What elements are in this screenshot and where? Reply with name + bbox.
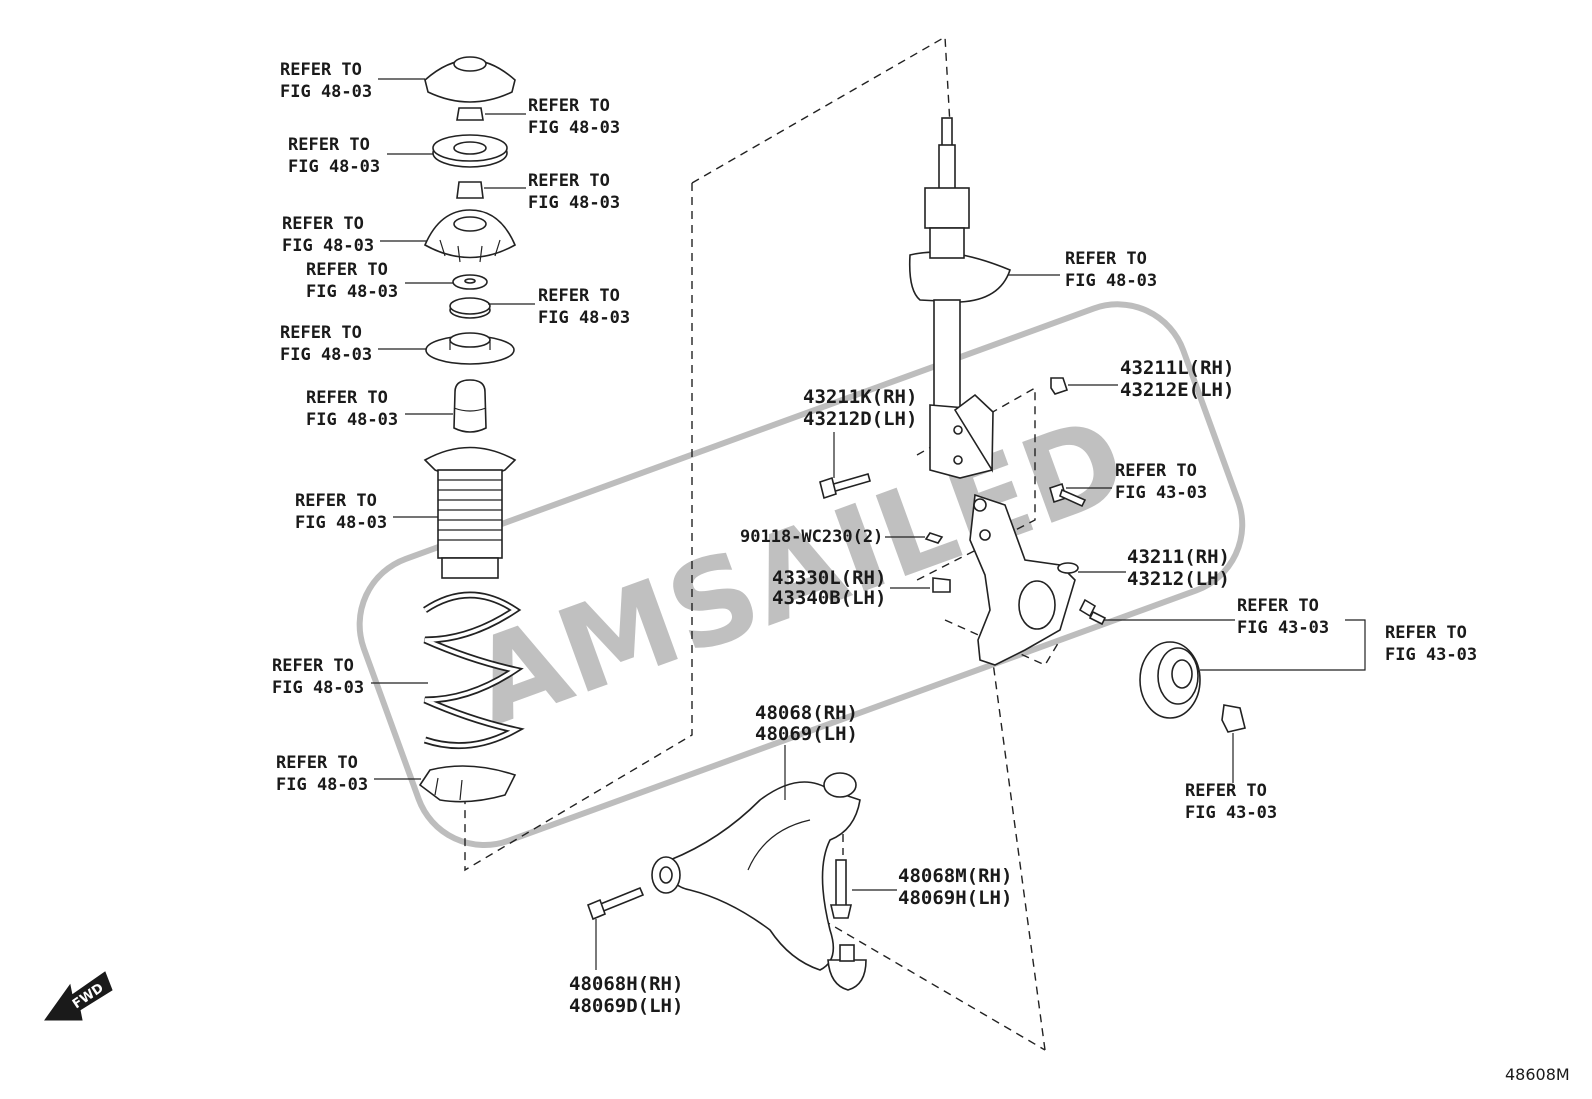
nut-2 — [456, 181, 484, 199]
pn-arm-bolt-vertical: 48068M(RH)48069H(LH) — [898, 865, 1012, 909]
pn-knuckle: 43211(RH)43212(LH) — [1127, 546, 1230, 590]
hub-bracket — [1200, 619, 1366, 671]
upper-mount-cap — [424, 56, 516, 103]
pn-nut-43330: 43330L(RH)43340B(LH) — [772, 567, 886, 609]
spring-seat-lower — [418, 765, 517, 803]
figure-number: 48608M — [1505, 1065, 1570, 1084]
knuckle-nut — [1050, 377, 1069, 395]
hub-bearing — [1139, 641, 1201, 719]
pn-knuckle-bolt-upper: 43211K(RH)43212D(LH) — [803, 386, 917, 430]
knuckle-bolt-upper — [819, 473, 871, 500]
pn-arm-bolt-front: 48068H(RH)48069D(LH) — [569, 973, 683, 1017]
spring-seat-upper — [425, 332, 515, 365]
washer — [452, 274, 488, 290]
pn-knuckle-nut: 43211L(RH)43212E(LH) — [1120, 357, 1234, 401]
hub-nut — [1221, 704, 1246, 733]
arm-bolt-vertical — [829, 859, 853, 919]
fwd-arrow-icon: FWD — [44, 971, 113, 1021]
nut-1 — [456, 107, 484, 121]
pn-clip: 90118-WC230(2) — [740, 527, 883, 547]
lower-control-arm — [651, 772, 867, 991]
knuckle-bolt-side — [1049, 482, 1087, 508]
pn-lower-arm: 48068(RH)48069(LH) — [755, 702, 858, 745]
steering-knuckle — [969, 493, 1079, 666]
left-leaders — [371, 78, 535, 780]
nut-43330 — [932, 577, 951, 593]
upper-support — [423, 209, 517, 263]
bearing-plate — [432, 134, 508, 168]
coil-spring — [423, 591, 525, 750]
hub-bolt — [1078, 598, 1107, 626]
dust-boot — [423, 446, 517, 579]
spacer — [449, 297, 491, 319]
clip — [924, 532, 944, 544]
bump-stopper — [453, 379, 487, 433]
arm-bolt-front — [586, 886, 645, 921]
strut-assembly — [908, 117, 1011, 479]
